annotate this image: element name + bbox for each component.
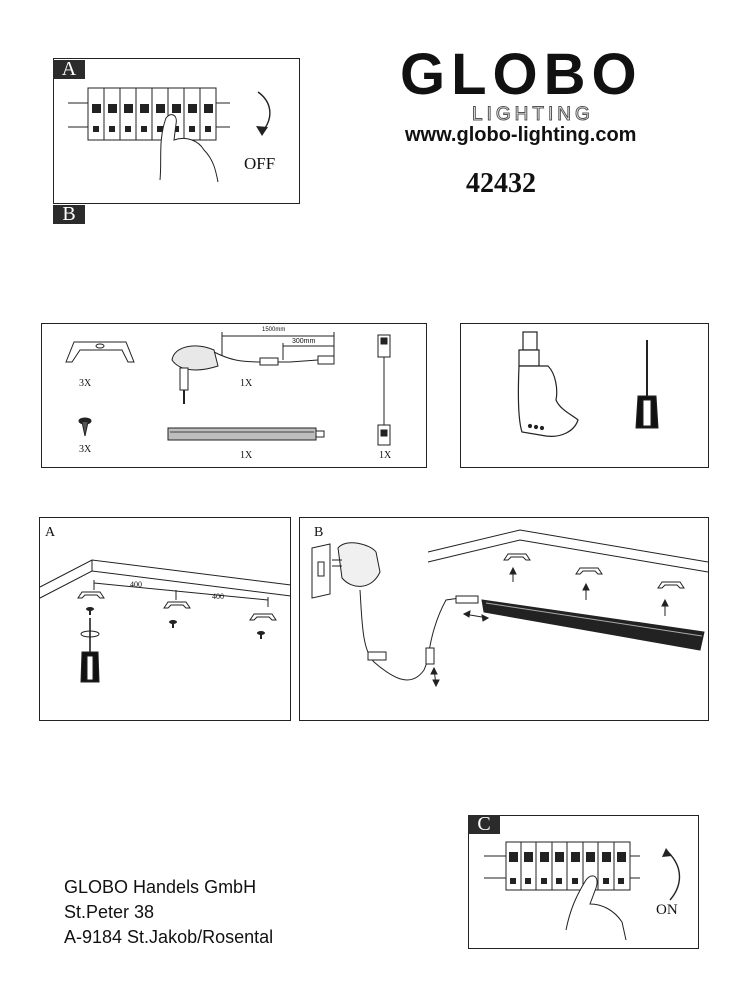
clip-quantity: 3X — [79, 378, 92, 389]
on-label: ON — [656, 902, 678, 918]
step-label-b: B — [53, 204, 85, 224]
spacing-dim-1: 400 — [130, 580, 142, 589]
screw-quantity: 3X — [79, 444, 92, 455]
company-address: GLOBO Handels GmbH St.Peter 38 A-9184 St… — [64, 875, 273, 950]
postal-city: A-9184 St.Jakob/Rosental — [64, 927, 274, 947]
company-name: GLOBO Handels GmbH — [64, 877, 257, 897]
street-address: St.Peter 38 — [64, 902, 155, 922]
light-bar-quantity: 1X — [240, 450, 253, 461]
model-number: 42432 — [466, 168, 536, 199]
brand-sub-logo: LIGHTING — [472, 104, 594, 126]
install-panel-a — [39, 517, 291, 721]
connector-quantity: 1X — [379, 450, 392, 461]
step-label-a: A — [53, 59, 85, 79]
step-label-c: C — [468, 814, 500, 834]
brand-logo: GLOBO — [400, 42, 643, 107]
off-label: OFF — [244, 154, 276, 173]
install-label-b: B — [314, 525, 324, 540]
tools-panel — [460, 323, 709, 468]
breaker-on-panel — [468, 815, 699, 949]
website-url: www.globo-lighting.com — [405, 124, 637, 146]
cable-length-long: 1500mm — [262, 327, 286, 333]
cable-length-short: 300mm — [292, 338, 316, 345]
spacing-dim-2: 400 — [212, 592, 224, 601]
install-panel-b — [299, 517, 709, 721]
breaker-off-panel — [53, 58, 300, 204]
adapter-quantity: 1X — [240, 378, 253, 389]
parts-list-panel — [41, 323, 427, 468]
install-label-a: A — [45, 525, 56, 540]
